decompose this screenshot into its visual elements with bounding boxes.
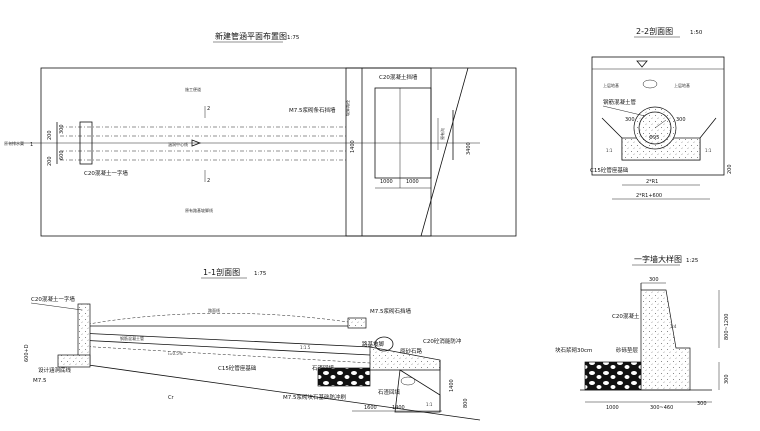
- s22-scale: 1:50: [690, 30, 703, 36]
- hw-title: 一字墙大样图: [634, 254, 682, 264]
- s22-dim-2r1-600: 2*R1+600: [636, 193, 662, 199]
- s11-dim-1400: 1400: [392, 405, 405, 411]
- plan-dim-1400: 1400: [350, 140, 356, 153]
- retaining-wall-block: [345, 67, 432, 237]
- plan-dim-1000a: 1000: [380, 179, 393, 185]
- hw-dim-800-1200: 800~1200: [724, 314, 730, 340]
- s11-label-road-slope: 路基坡脚: [362, 340, 385, 348]
- hw-label-grout-rock: 块石浆砌30cm: [555, 346, 592, 354]
- s22-title: 2-2剖面图: [636, 26, 673, 36]
- s11-riprap: [317, 367, 371, 387]
- s11-dim-1400b: 1400: [449, 379, 455, 392]
- s11-tiny-3: 1:1.5: [300, 345, 311, 350]
- s11-label-cr: Cr: [168, 395, 174, 401]
- s11-dim-800: 800: [463, 398, 469, 408]
- section-2-2: 2-2剖面图 1:50 钢筋混凝土管 C15砼管座基础 300 300 Φ95 …: [590, 26, 733, 200]
- s11-label-stone-fill2: 石渣回填: [378, 388, 401, 396]
- plan-dim-1000b: 1000: [406, 179, 419, 185]
- s22-slope-right: 1:1: [705, 148, 712, 153]
- s11-label-m75-base: M7.5浆砌块石基础防冲刷: [283, 393, 346, 401]
- s11-label-c15: C15砼管座基础: [218, 364, 257, 372]
- hw-dim-300-side: 300: [724, 374, 730, 384]
- s11-scale: 1:75: [254, 271, 267, 277]
- s11-design-bottom: [59, 360, 481, 421]
- hw-dim-300-right: 300: [697, 401, 707, 407]
- s11-label-m75-wall: M7.5浆砌石挡墙: [370, 307, 411, 315]
- plan-tiny-2: 施工便道: [185, 86, 201, 92]
- plan-dim-3400: 3400: [466, 142, 472, 155]
- hw-scale: 1:25: [686, 258, 699, 264]
- s22-label-pipe: 钢筋混凝土管: [603, 98, 637, 106]
- plan-dim-300: 300: [59, 124, 65, 134]
- s11-tiny-2: i=0.5%: [168, 351, 183, 356]
- plan-scale: 1:75: [287, 35, 300, 41]
- s11-pipe-bottom: [77, 339, 371, 356]
- water-level-icon: [636, 60, 648, 68]
- hw-dim-300-460: 300~460: [650, 405, 673, 411]
- plan-label-m75-stone: M7.5浆砌条石挡墙: [289, 106, 336, 114]
- plan-tiny-3: 原有路基坡脚线: [185, 207, 213, 213]
- hw-rock-layer: [584, 361, 642, 391]
- s22-dim-300a: 300: [625, 117, 635, 123]
- s11-label-pipe-road: 原砂石路: [400, 347, 423, 355]
- plan-label-c20-wall: C20混凝土挡墙: [379, 73, 418, 81]
- hw-dim-300-top: 300: [649, 277, 659, 283]
- plan-tiny-0: 原有排水渠: [4, 140, 24, 146]
- s11-tiny-1: 钢筋混凝土管: [120, 335, 144, 341]
- hw-label-gravel: 砂砾垫层: [616, 346, 639, 354]
- plan-sec2-top: 2: [207, 106, 210, 112]
- plan-tiny-5: 原有沟: [439, 128, 445, 140]
- s22-soil-left: 上层地基: [603, 82, 619, 88]
- pipe-section-inner: [638, 111, 672, 145]
- pipe-section-outer: [633, 106, 677, 150]
- s22-label-base: C15砼管座基础: [590, 166, 629, 174]
- hw-dim-1000: 1000: [606, 405, 619, 411]
- s11-label-stone-fill: 石渣回填: [312, 364, 335, 372]
- plan-dim-200a: 200: [47, 130, 53, 140]
- plan-tiny-1: 坡脚路径: [344, 100, 350, 116]
- s22-frame: [591, 56, 725, 176]
- plan-view: 新建管涵平面布置图 1:75 C20混凝土挡墙 M7.5浆砌条石挡墙 C20混凝…: [4, 31, 517, 237]
- s22-dim-200: 200: [727, 164, 733, 174]
- hw-wall-body: [640, 289, 691, 391]
- plan-dim-600: 600: [59, 150, 65, 160]
- s22-slope-left: 1:1: [606, 148, 613, 153]
- plan-tiny-4: 涵洞中心线: [168, 141, 188, 147]
- s22-r: Φ95: [649, 135, 659, 141]
- s11-label-existing: 设计涵洞底线: [38, 366, 72, 374]
- headwall-detail: 一字墙大样图 1:25 300 C20混凝土 1:4 块石浆砌30cm 砂砾垫层…: [555, 254, 730, 411]
- section-1-1: 1-1剖面图 1:75 C20混凝土一字墙 M7.5浆砌石挡墙 C20砼消能防冲…: [24, 267, 481, 421]
- s11-tiny-0: 路面线: [208, 307, 220, 313]
- s11-label-c20-apron: C20砼消能防冲: [423, 337, 462, 345]
- plan-title: 新建管涵平面布置图: [215, 31, 287, 41]
- s22-dim-2r1: 2*R1: [646, 179, 658, 185]
- s11-pipe-top: [77, 332, 371, 348]
- plan-sec1: 1: [30, 142, 33, 148]
- plan-frame: [40, 67, 517, 237]
- s11-label-c20-headwall: C20混凝土一字墙: [31, 295, 75, 303]
- plan-dim-200b: 200: [47, 156, 53, 166]
- s11-title: 1-1剖面图: [203, 267, 240, 277]
- s22-dim-300b: 300: [676, 117, 686, 123]
- plan-sec2-bottom: 2: [207, 178, 210, 184]
- plan-label-c20-headwall: C20混凝土一字墙: [84, 169, 128, 177]
- s11-dim-1600: 1600: [364, 405, 377, 411]
- hw-label-c20: C20混凝土: [612, 312, 640, 320]
- s11-label-m75: M7.5: [33, 378, 47, 384]
- s11-stone-wall: [347, 317, 367, 329]
- s11-dim-left: 600+D: [24, 344, 30, 362]
- s22-soil-right: 上层地基: [674, 82, 690, 88]
- hw-slope: 1:4: [670, 324, 677, 329]
- headwall-plan: [79, 121, 93, 165]
- s11-tiny-4: 1:1: [426, 402, 433, 407]
